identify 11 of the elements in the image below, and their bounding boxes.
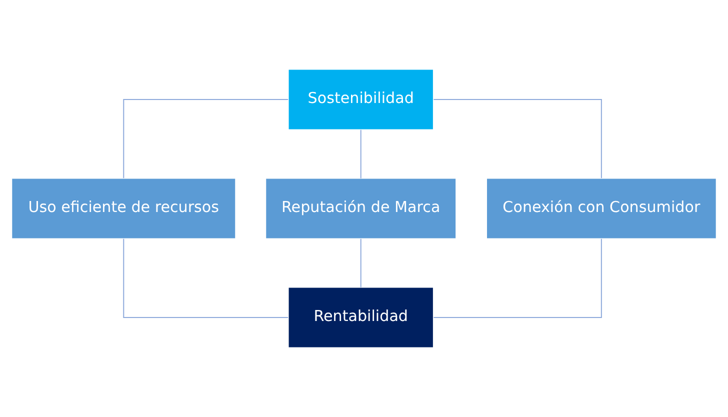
node-box: Conexión con Consumidor	[486, 178, 717, 240]
connector	[123, 99, 288, 178]
node-box: Sostenibilidad	[288, 68, 434, 130]
connector	[360, 130, 362, 178]
connector	[434, 238, 602, 318]
connector	[123, 238, 288, 318]
connector	[434, 99, 602, 178]
node-box: Uso eficiente de recursos	[11, 178, 236, 240]
node-box: Rentabilidad	[288, 286, 434, 348]
node-box: Reputación de Marca	[265, 178, 456, 240]
connector	[360, 238, 362, 288]
